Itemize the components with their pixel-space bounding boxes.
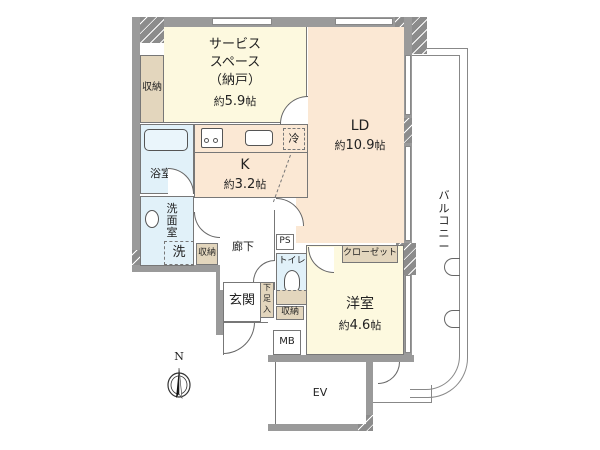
washroom-door[interactable] xyxy=(194,212,220,238)
wall-entrance-left xyxy=(216,265,223,335)
entrance xyxy=(223,282,261,322)
fridge-label: 冷 xyxy=(288,132,300,145)
wall-ev-right xyxy=(366,355,373,431)
western-room-name: 洋室 xyxy=(346,296,374,312)
toilet-closet[interactable] xyxy=(276,306,304,320)
laundry-label: 洗 xyxy=(172,245,186,260)
wall-bottom-left xyxy=(132,265,222,272)
balcony-label: バルコニー xyxy=(438,189,450,253)
hallway-label: 廊下 xyxy=(232,240,254,253)
washroom xyxy=(140,196,194,266)
kitchen-name: K xyxy=(240,157,250,173)
western-room-area: 約4.6帖 xyxy=(325,318,395,334)
balcony-lower xyxy=(372,385,432,403)
wall-bottom-ev xyxy=(268,355,414,362)
service-space-name-1: サービス xyxy=(208,37,261,52)
service-space-area: 約5.9帖 xyxy=(190,94,280,110)
closet-label: クローゼット xyxy=(342,248,397,258)
wall-ev-bottom xyxy=(268,424,373,431)
shoe-storage-label-3: 入 xyxy=(263,305,271,314)
service-space-name-3: （納戸） xyxy=(208,73,261,88)
ps xyxy=(276,234,294,250)
closet[interactable] xyxy=(342,245,398,263)
shoe-storage-label-2: 足 xyxy=(263,294,271,303)
area-value: 10.9 xyxy=(345,138,375,153)
wash-closet[interactable] xyxy=(196,243,218,265)
elevator xyxy=(275,362,366,424)
toilet-bowl-icon xyxy=(284,270,300,292)
bathtub-icon xyxy=(144,129,188,151)
area-prefix: 約 xyxy=(334,139,346,152)
shoe-storage-label-1: 下 xyxy=(263,283,271,292)
balcony-gate-2[interactable] xyxy=(444,310,460,328)
balcony-gate-1[interactable] xyxy=(444,258,460,276)
service-space xyxy=(164,27,307,123)
sink-icon xyxy=(245,130,273,146)
ld-name: LD xyxy=(350,118,370,134)
window-ld-right-1 xyxy=(405,55,411,115)
bathroom-label: 浴室 xyxy=(150,167,172,180)
area-value: 4.6 xyxy=(349,318,371,333)
service-space-name-2: スペース xyxy=(209,55,261,70)
window-western-right xyxy=(405,275,411,353)
entrance-label: 玄関 xyxy=(228,293,255,308)
compass-north-label: N xyxy=(174,350,184,363)
area-value: 5.9 xyxy=(224,94,246,109)
kitchen-notch xyxy=(194,198,294,210)
ld-area: 約10.9帖 xyxy=(325,138,395,154)
ps-label: PS xyxy=(279,236,291,246)
kitchen-counter xyxy=(195,125,307,153)
mb-label: MB xyxy=(279,336,295,347)
wash-closet-label: 収納 xyxy=(197,248,216,258)
ld-room-lower xyxy=(296,170,404,243)
balcony-door[interactable] xyxy=(378,362,400,384)
area-prefix: 約 xyxy=(223,178,235,191)
toilet-closet-label: 収納 xyxy=(280,307,299,317)
area-value: 3.2 xyxy=(234,177,256,192)
washroom-label-3: 室 xyxy=(166,226,178,239)
window-ld xyxy=(335,18,393,25)
compass-icon xyxy=(166,367,192,400)
toilet-tank xyxy=(277,290,307,304)
area-unit: 帖 xyxy=(370,319,382,332)
area-unit: 帖 xyxy=(374,139,386,152)
fridge xyxy=(283,128,305,150)
window-ld-right-2 xyxy=(405,146,411,241)
washroom-label-2: 面 xyxy=(166,214,178,227)
area-unit: 帖 xyxy=(245,95,257,108)
wall-top xyxy=(132,17,414,27)
wall-left xyxy=(132,17,140,267)
shoe-storage[interactable] xyxy=(260,282,274,318)
kitchen-area: 約3.2帖 xyxy=(215,177,275,193)
area-prefix: 約 xyxy=(213,95,225,108)
entrance-door-frame xyxy=(223,322,268,355)
balcony-inner-line xyxy=(410,55,460,390)
washbasin-icon xyxy=(145,210,159,228)
washroom-label-1: 洗 xyxy=(166,202,178,215)
window-service xyxy=(212,18,272,25)
service-closet[interactable] xyxy=(140,55,164,123)
laundry-area xyxy=(164,241,194,265)
area-prefix: 約 xyxy=(338,319,350,332)
area-unit: 帖 xyxy=(255,178,267,191)
wall-right-pillar xyxy=(404,118,412,143)
toilet-label: トイレ xyxy=(278,256,306,266)
stove-icon xyxy=(201,128,223,148)
ev-label: EV xyxy=(312,386,328,399)
mb xyxy=(273,330,301,355)
service-closet-label: 収納 xyxy=(142,82,162,93)
